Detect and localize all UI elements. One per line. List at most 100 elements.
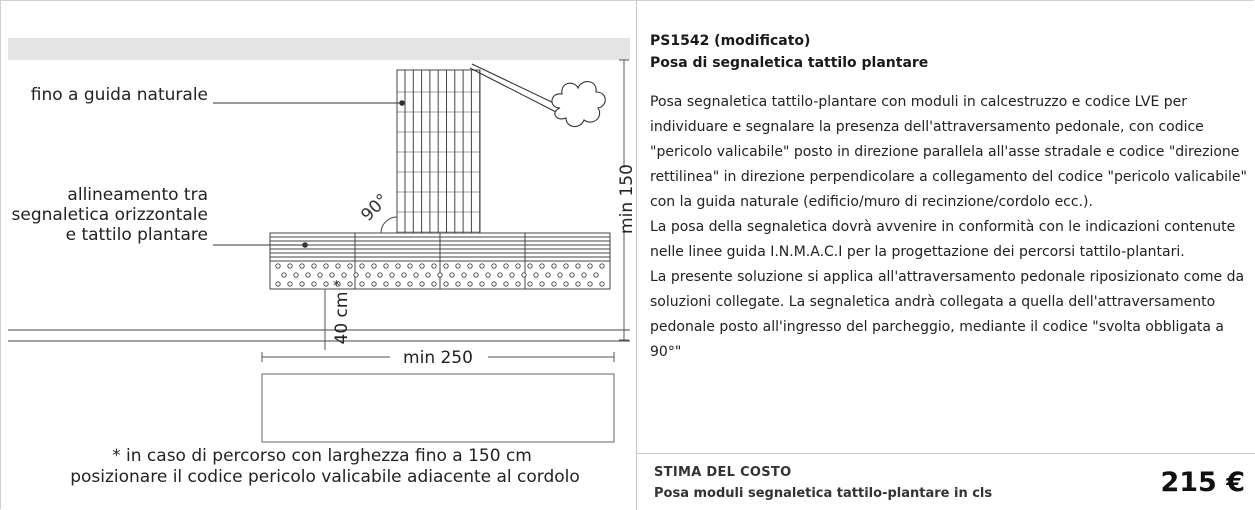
hazard-dot	[563, 281, 569, 287]
hazard-dot	[503, 263, 509, 269]
hazard-dot	[527, 263, 533, 269]
label-align-3: e tattilo plantare	[66, 225, 208, 245]
hazard-dot	[455, 281, 461, 287]
item-title: Posa di segnaletica tattilo plantare	[650, 55, 929, 71]
hazard-dot	[587, 263, 593, 269]
technical-drawing: 90° fino a guida naturale allineamento t…	[8, 38, 636, 487]
horizontal-grooved-strip	[269, 232, 611, 262]
hazard-dot	[353, 272, 359, 278]
hazard-dot	[491, 281, 497, 287]
hazard-dot	[395, 281, 401, 287]
hazard-dot	[515, 281, 521, 287]
cost-price: 215 €	[1160, 467, 1245, 498]
item-description: Posa segnaletica tattilo-plantare con mo…	[650, 90, 1250, 365]
hazard-dot	[545, 272, 551, 278]
offset-dimension	[320, 288, 330, 350]
hazard-dot	[503, 281, 509, 287]
hazard-dot	[479, 281, 485, 287]
hazard-dot	[371, 281, 377, 287]
hazard-dot	[551, 263, 557, 269]
hazard-strip	[269, 260, 611, 290]
hazard-dot	[521, 272, 527, 278]
hazard-dot	[443, 281, 449, 287]
cost-label: STIMA DEL COSTO	[654, 465, 792, 480]
hazard-dot	[563, 263, 569, 269]
hazard-dot	[419, 281, 425, 287]
hazard-dot	[479, 263, 485, 269]
label-align-2: segnaletica orizzontale	[12, 205, 208, 225]
hazard-dot	[491, 263, 497, 269]
hazard-dot	[299, 263, 305, 269]
direction-strip	[396, 69, 481, 263]
hazard-dot	[455, 263, 461, 269]
hazard-dot	[437, 272, 443, 278]
hazard-dot	[539, 263, 545, 269]
hazard-dot	[347, 263, 353, 269]
footnote-line-2: posizionare il codice pericolo valicabil…	[70, 467, 580, 487]
hazard-dot	[335, 263, 341, 269]
hazard-dot	[395, 263, 401, 269]
description-paragraph: La presente soluzione si applica all'att…	[650, 269, 1245, 360]
hazard-dot	[431, 263, 437, 269]
hazard-dot	[413, 272, 419, 278]
hazard-dot	[383, 281, 389, 287]
description-paragraph: Posa segnaletica tattilo-plantare con mo…	[650, 94, 1247, 210]
hazard-dot	[533, 272, 539, 278]
hazard-dot	[383, 263, 389, 269]
hazard-dot	[473, 272, 479, 278]
height-label: min 150	[617, 164, 636, 234]
hazard-dot	[515, 263, 521, 269]
hazard-dot	[329, 272, 335, 278]
hazard-dot	[335, 281, 341, 287]
hazard-dot	[575, 281, 581, 287]
width-dimension	[261, 352, 615, 362]
hazard-dot	[569, 272, 575, 278]
label-guide: fino a guida naturale	[31, 85, 208, 105]
hazard-dot	[317, 272, 323, 278]
hazard-dot	[365, 272, 371, 278]
road-box	[261, 373, 615, 443]
hazard-dot	[551, 281, 557, 287]
hazard-dot	[293, 272, 299, 278]
hazard-dot	[299, 281, 305, 287]
hazard-dot	[281, 272, 287, 278]
hazard-dot	[323, 263, 329, 269]
hazard-dot	[323, 281, 329, 287]
hazard-dot	[593, 272, 599, 278]
angle-marker	[380, 216, 398, 234]
curb-lines	[8, 329, 630, 342]
width-label: min 250	[403, 348, 473, 368]
hazard-dot	[485, 272, 491, 278]
hazard-dot	[449, 272, 455, 278]
hazard-dot	[527, 281, 533, 287]
label-align-1: allineamento tra	[67, 185, 208, 205]
hazard-dot	[287, 263, 293, 269]
vertical-divider	[636, 0, 637, 510]
hazard-dot	[347, 281, 353, 287]
hazard-dot	[431, 281, 437, 287]
hazard-dot	[389, 272, 395, 278]
hazard-dot	[407, 263, 413, 269]
description-paragraph: La posa della segnaletica dovrà avvenire…	[650, 219, 1236, 260]
hazard-dot	[341, 272, 347, 278]
hazard-dot	[371, 263, 377, 269]
wall-band	[8, 38, 630, 60]
item-code: PS1542 (modificato)	[650, 33, 811, 49]
hazard-dot	[599, 263, 605, 269]
hazard-dot	[275, 263, 281, 269]
hazard-dot	[461, 272, 467, 278]
tree-icon	[469, 63, 606, 128]
hazard-dot	[497, 272, 503, 278]
hazard-dot	[401, 272, 407, 278]
hazard-dot	[275, 281, 281, 287]
hazard-dot	[359, 263, 365, 269]
hazard-dot	[467, 281, 473, 287]
hazard-dot	[599, 281, 605, 287]
hazard-dot	[377, 272, 383, 278]
hazard-dot	[311, 263, 317, 269]
hazard-dot	[425, 272, 431, 278]
hazard-dot	[587, 281, 593, 287]
hazard-dot	[581, 272, 587, 278]
footnote-line-1: * in caso di percorso con larghezza fino…	[112, 446, 532, 466]
